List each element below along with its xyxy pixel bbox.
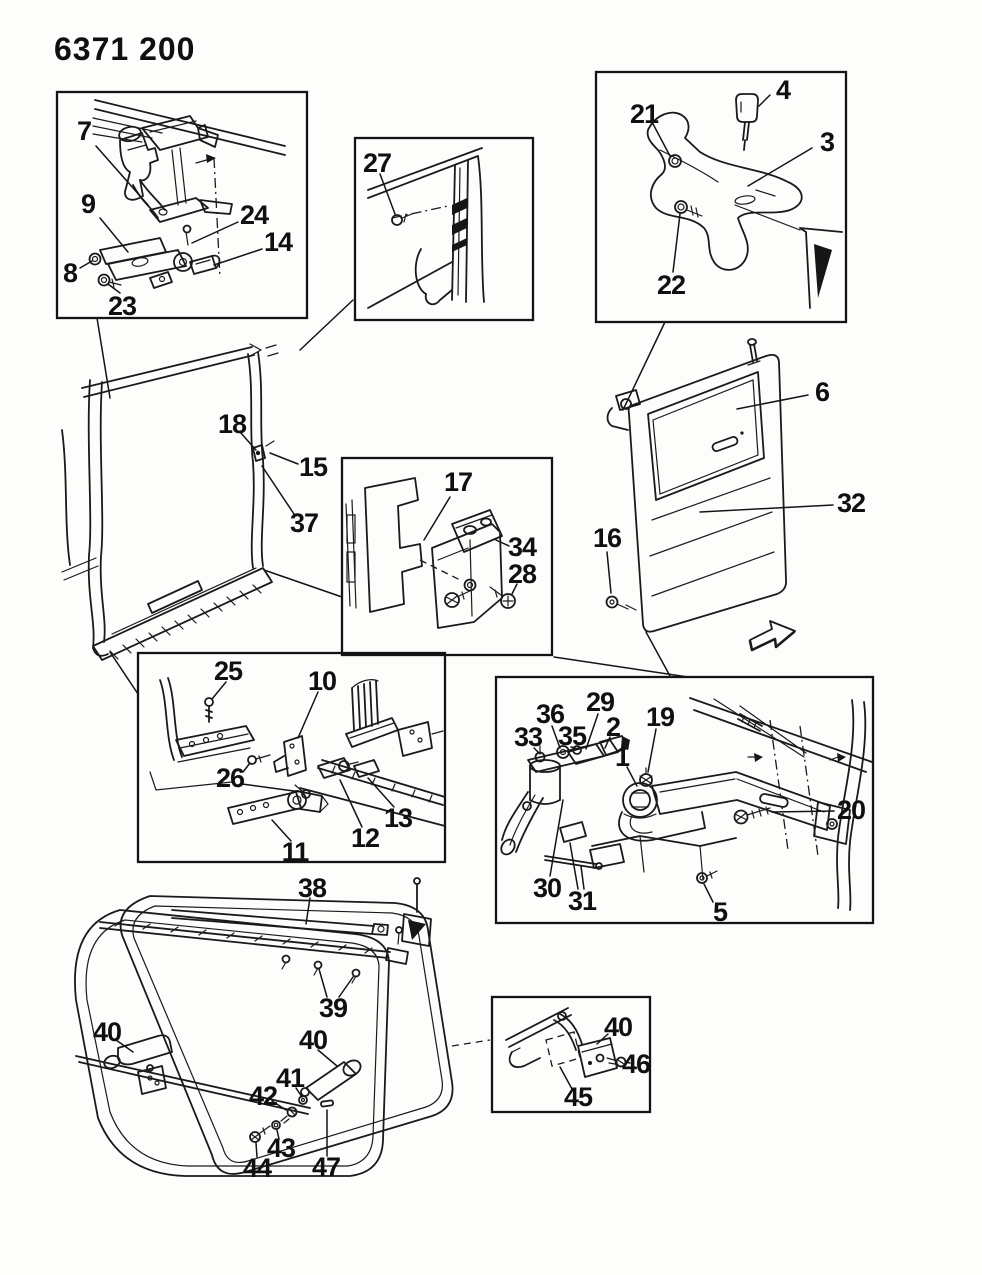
callout-9: 9 [81,189,96,219]
callout-18: 18 [218,409,247,439]
callout-46: 46 [622,1049,651,1079]
connector-lines [96,299,689,1047]
callout-30: 30 [533,873,561,903]
callout-40-left: 40 [93,1017,121,1047]
callout-27: 27 [363,148,391,178]
drawing-number: 6371 200 [54,31,195,67]
hinge-arm-leaders [533,713,835,903]
callout-3: 3 [820,127,835,157]
figure-body-aperture: 18 15 37 [61,343,329,661]
callout-34: 34 [508,532,537,562]
lower-track-artwork [149,677,446,827]
lower-track-leaders [211,681,395,842]
callout-5: 5 [713,897,728,927]
hinge-arm-artwork [500,697,873,911]
glass-frame-leaders [115,897,354,1158]
callout-43: 43 [267,1133,296,1163]
callout-21: 21 [630,99,659,129]
callout-29: 29 [586,687,615,717]
sliding-door-leaders [606,394,834,594]
callout-23: 23 [108,291,137,321]
callout-25: 25 [214,656,243,686]
track-hold-open-artwork [88,99,286,289]
callout-2: 2 [606,712,620,742]
callout-39: 39 [319,993,348,1023]
callout-31: 31 [568,886,597,916]
callout-42: 42 [249,1081,277,1111]
figure-latch-detail: 40 46 45 [490,995,652,1114]
figure-pillar-trim: 27 [353,136,535,322]
callout-12: 12 [351,823,379,853]
glass-frame-artwork [74,877,454,1177]
callout-37: 37 [290,508,318,538]
figure-upper-hinge: 21 4 3 22 [594,70,848,324]
callout-45: 45 [564,1082,593,1112]
callout-38: 38 [298,873,327,903]
callout-13: 13 [384,803,413,833]
figure-lower-track: 25 10 26 11 12 13 [136,651,447,867]
figure-track-hold-open: 7 9 8 23 24 14 [55,90,309,321]
callout-16: 16 [593,523,622,553]
callout-40-right: 40 [299,1025,327,1055]
latch-detail-leaders [559,1033,631,1090]
sliding-door-artwork [605,338,787,633]
upper-hinge-artwork [646,93,843,309]
callout-14: 14 [264,227,293,257]
callout-20: 20 [837,795,865,825]
body-aperture-leaders [239,431,299,515]
callout-6: 6 [815,377,830,407]
track-hold-open-leaders [79,145,263,294]
callout-35: 35 [558,721,587,751]
body-aperture-artwork [61,343,279,661]
callout-24: 24 [240,200,269,230]
callout-11: 11 [282,837,310,867]
callout-17: 17 [444,467,472,497]
callout-19: 19 [646,702,675,732]
callout-8: 8 [63,258,78,288]
figure-striker-bracket: 17 34 28 [340,456,554,657]
callout-40-detail: 40 [604,1012,632,1042]
callout-47: 47 [312,1152,340,1182]
callout-22: 22 [657,270,685,300]
striker-bracket-leaders [423,496,518,595]
direction-arrow-icon [748,620,796,652]
callout-44: 44 [243,1153,272,1183]
striker-bracket-artwork [345,477,516,629]
callout-33: 33 [514,722,543,752]
figure-sliding-door: 6 32 16 [593,338,866,652]
latch-detail-artwork [505,1007,627,1078]
callout-4: 4 [776,75,791,105]
callout-28: 28 [508,559,537,589]
callout-1: 1 [615,742,630,772]
callout-10: 10 [308,666,336,696]
callout-26: 26 [216,763,245,793]
callout-7: 7 [77,116,91,146]
figure-hinge-arm: 36 33 35 29 2 19 1 20 30 31 5 [494,675,875,927]
figure-glass-frame: 38 39 40 40 41 42 43 44 47 [74,873,454,1183]
callout-32: 32 [837,488,865,518]
callout-36: 36 [536,699,565,729]
upper-hinge-leaders [651,94,813,273]
callout-15: 15 [299,452,328,482]
callout-41: 41 [276,1063,305,1093]
pillar-trim-leader [379,173,396,215]
